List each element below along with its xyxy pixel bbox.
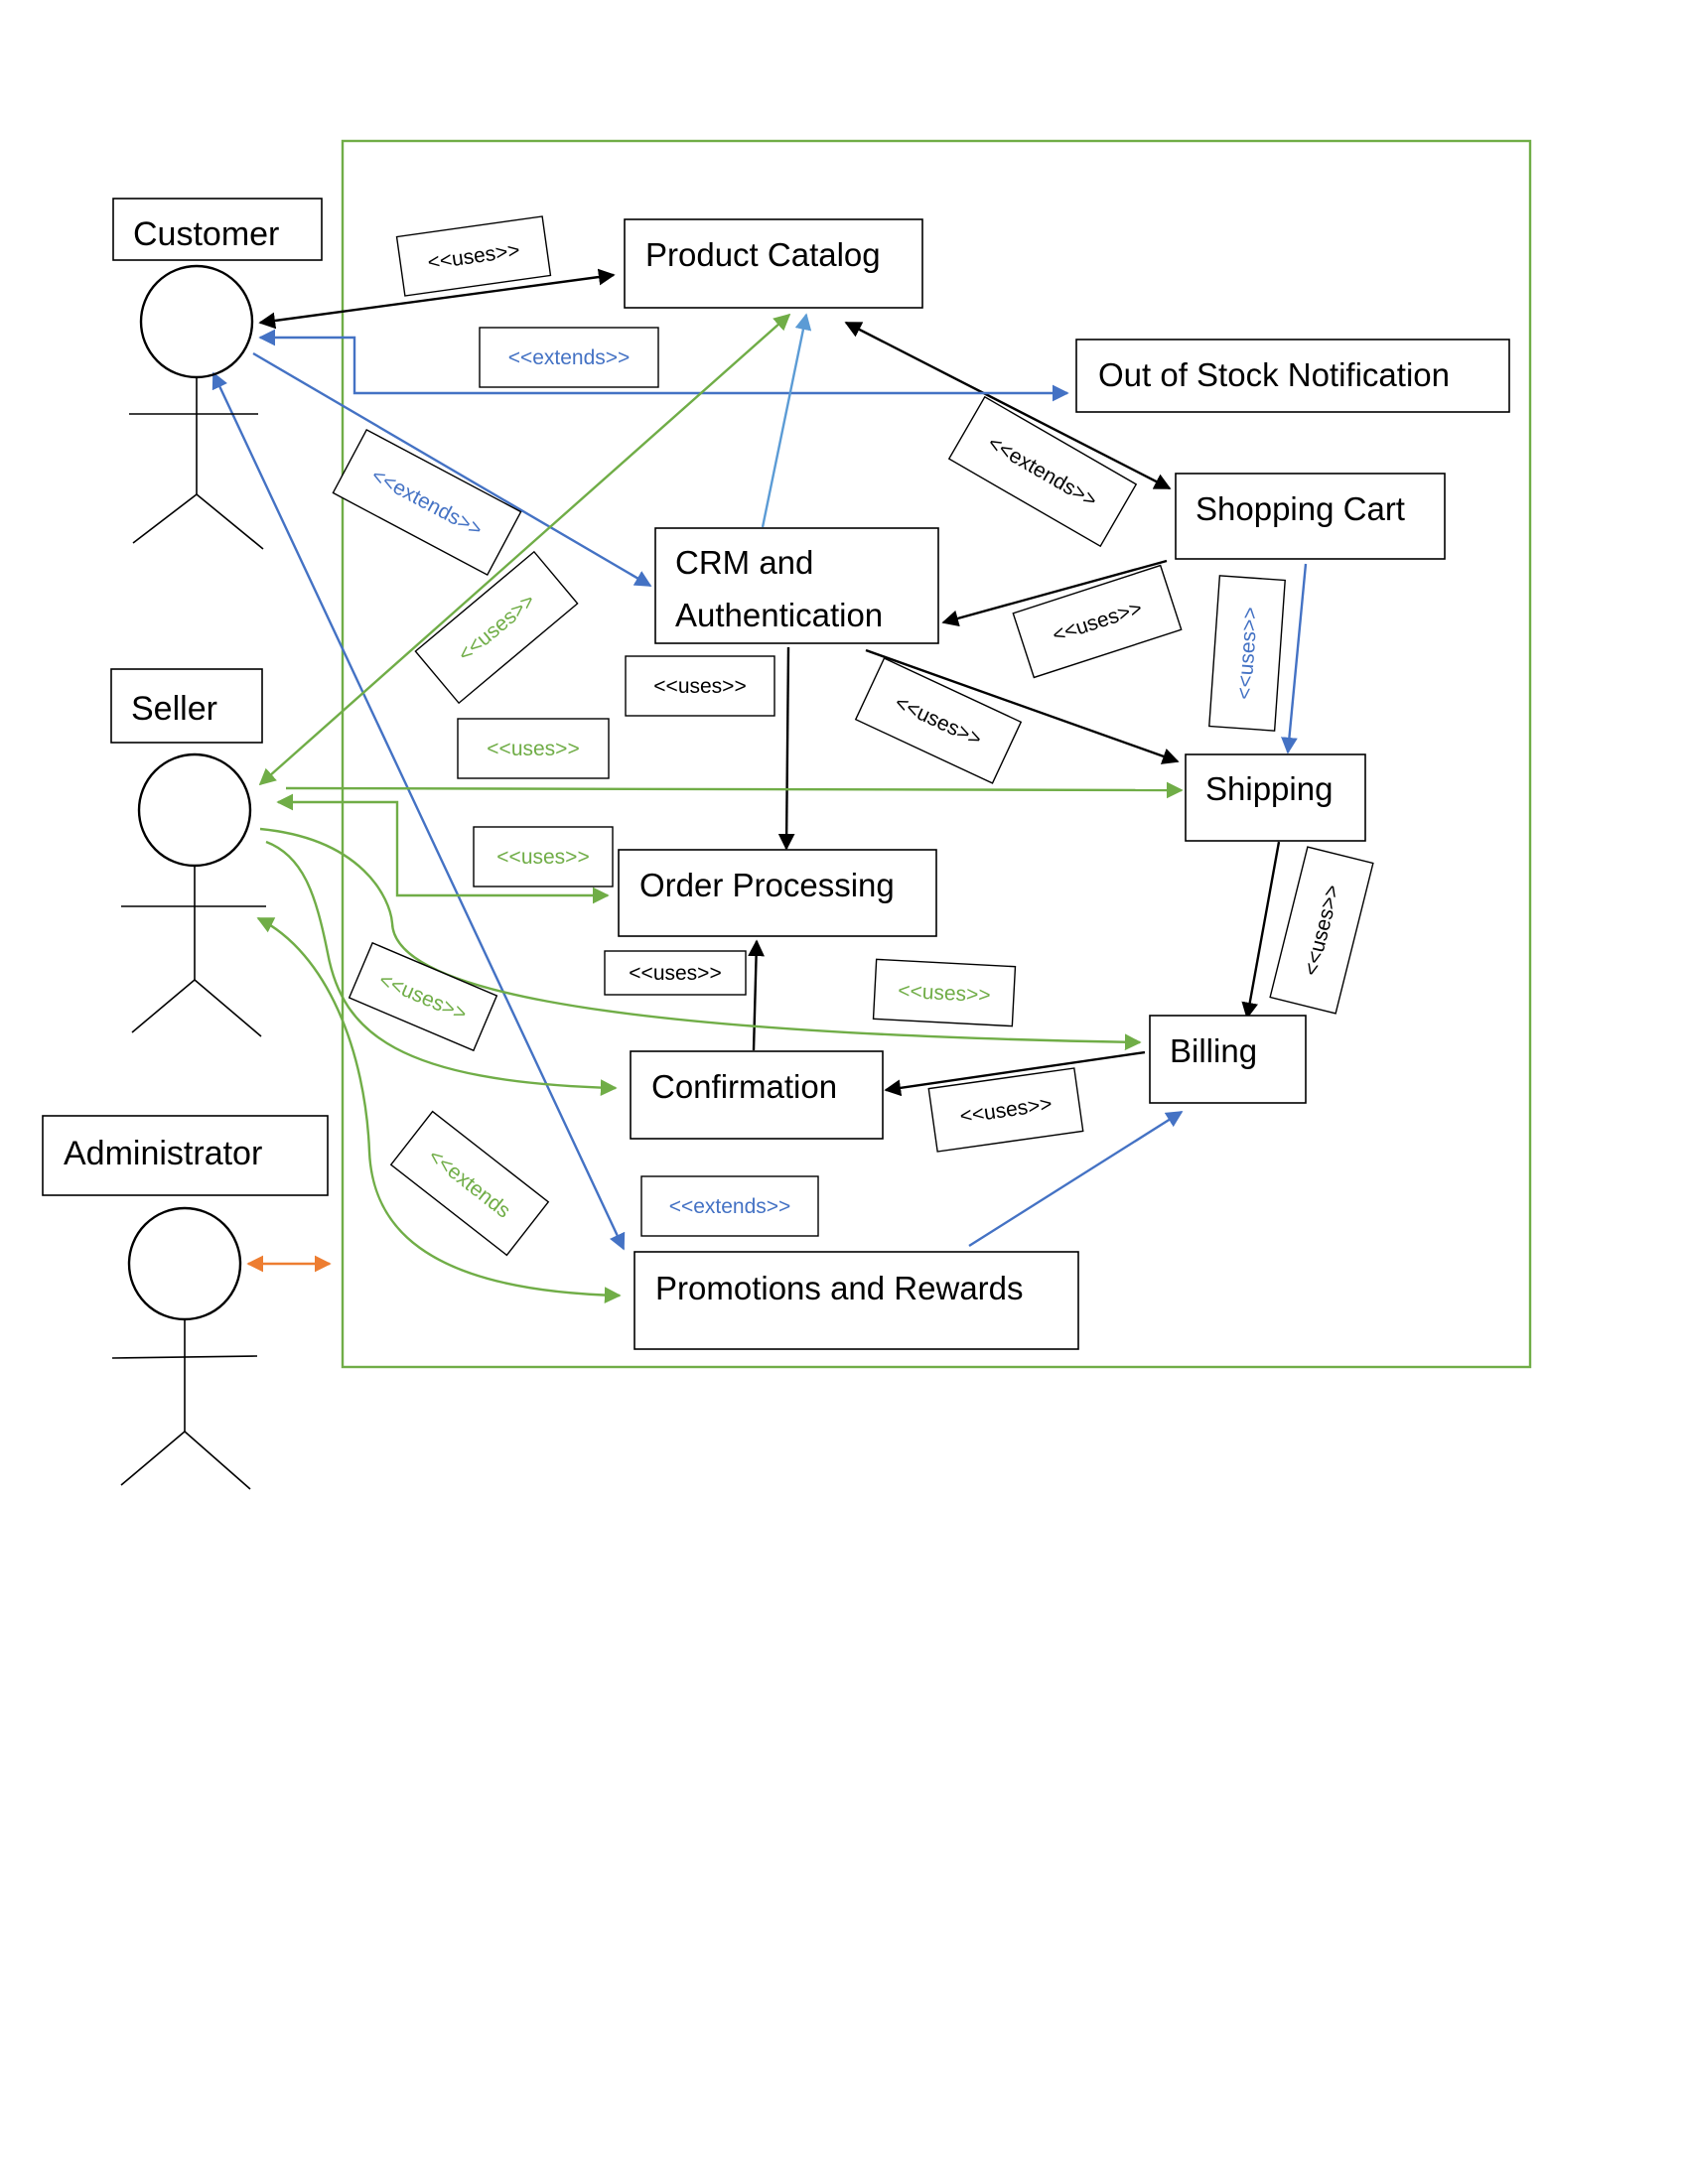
- shopping-cart-label: Shopping Cart: [1196, 490, 1405, 527]
- actor-customer-label: Customer: [133, 215, 279, 253]
- connector-seller-catalog: [258, 313, 791, 786]
- label-extends-customer-outofstock: <<extends>>: [479, 327, 659, 388]
- label-extends-seller-promotions: <<extends: [389, 1110, 550, 1257]
- label-extends-customer-crm: <<extends>>: [332, 428, 522, 577]
- crm-label-line2: Authentication: [675, 597, 883, 633]
- use-case-promotions-rewards: Promotions and Rewards: [633, 1251, 1079, 1350]
- label-uses-crm-order: <<uses>>: [625, 655, 775, 717]
- label-uses-seller-shipping: <<uses>>: [457, 718, 610, 779]
- confirmation-label: Confirmation: [651, 1068, 837, 1105]
- relationship-labels: <<uses>> <<extends>> <<extends>> <<exten…: [332, 215, 1374, 1257]
- label-uses-billing-confirmation: <<uses>>: [927, 1067, 1084, 1153]
- connectors: [211, 268, 1308, 1304]
- billing-label: Billing: [1170, 1032, 1257, 1069]
- connector-cart-shipping: [1281, 563, 1308, 754]
- use-case-confirmation: Confirmation: [630, 1050, 884, 1140]
- svg-text:<<extends>>: <<extends>>: [669, 1195, 791, 1218]
- svg-text:<<uses>>: <<uses>>: [653, 675, 746, 698]
- label-uses-cart-shipping: <<uses>>: [1208, 575, 1286, 732]
- label-extends-catalog-cart: <<extends>>: [947, 395, 1138, 548]
- label-uses-customer-catalog: <<uses>>: [395, 215, 552, 297]
- shipping-label: Shipping: [1205, 770, 1333, 807]
- svg-text:<<uses>>: <<uses>>: [496, 846, 589, 869]
- label-uses-shipping-billing: <<uses>>: [1269, 846, 1374, 1015]
- actor-administrator-label: Administrator: [64, 1135, 262, 1172]
- crm-label-line1: CRM and: [675, 544, 813, 581]
- svg-text:<<uses>>: <<uses>>: [629, 962, 721, 985]
- use-case-crm-authentication: CRM and Authentication: [654, 527, 939, 644]
- actor-seller-head: [137, 752, 252, 868]
- connector-promotions-billing: [968, 1110, 1184, 1248]
- use-case-product-catalog: Product Catalog: [624, 218, 923, 309]
- actor-seller: Seller: [110, 668, 266, 1037]
- out-of-stock-label: Out of Stock Notification: [1098, 356, 1450, 393]
- product-catalog-label: Product Catalog: [645, 236, 881, 273]
- svg-text:<<uses>>: <<uses>>: [487, 738, 579, 760]
- connector-cart-crm: [941, 559, 1168, 627]
- connector-seller-shipping: [285, 781, 1184, 799]
- actor-administrator-head: [127, 1206, 242, 1321]
- connector-crm-shipping: [865, 648, 1180, 764]
- label-uses-confirmation-order: <<uses>>: [604, 950, 747, 996]
- use-case-out-of-stock-notification: Out of Stock Notification: [1075, 339, 1510, 413]
- use-case-billing: Billing: [1149, 1015, 1307, 1104]
- connector-customer-outofstock: [258, 329, 1069, 402]
- actor-customer-head: [139, 264, 254, 379]
- promotions-label: Promotions and Rewards: [655, 1270, 1024, 1306]
- use-case-shipping: Shipping: [1185, 753, 1366, 842]
- svg-text:<<uses>>: <<uses>>: [898, 980, 991, 1008]
- order-processing-label: Order Processing: [639, 867, 895, 903]
- label-uses-cart-crm: <<uses>>: [1012, 564, 1183, 679]
- label-uses-seller-billing: <<uses>>: [872, 958, 1017, 1027]
- connector-confirmation-order: [748, 939, 765, 1051]
- connector-shipping-billing: [1241, 841, 1281, 1020]
- svg-text:<<extends>>: <<extends>>: [508, 346, 631, 369]
- connector-billing-confirmation: [884, 1050, 1146, 1097]
- connector-seller-promotions: [256, 916, 622, 1304]
- actor-customer: Customer: [112, 198, 323, 550]
- actor-administrator: Administrator: [42, 1115, 329, 1490]
- actor-seller-label: Seller: [131, 690, 217, 728]
- label-uses-seller-confirmation: <<uses>>: [348, 941, 498, 1052]
- use-case-order-processing: Order Processing: [618, 849, 937, 937]
- connector-crm-catalog: [761, 313, 812, 528]
- label-uses-seller-order: <<uses>>: [473, 826, 614, 887]
- connector-crm-order: [777, 646, 795, 851]
- use-case-shopping-cart: Shopping Cart: [1175, 473, 1446, 560]
- connector-seller-order: [276, 793, 610, 904]
- label-extends-promotions-billing: <<extends>>: [640, 1175, 819, 1237]
- label-uses-crm-shipping: <<uses>>: [854, 657, 1023, 784]
